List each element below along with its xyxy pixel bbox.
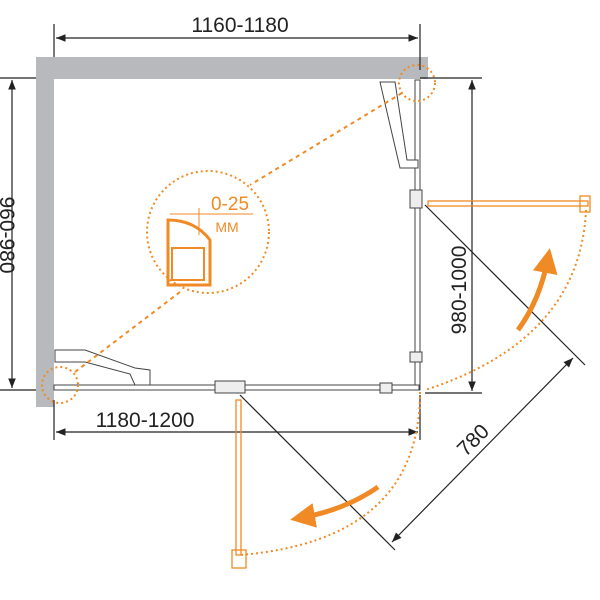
left-depth-label: 960-980 [0, 196, 18, 273]
right-depth-label: 980-1000 [448, 246, 471, 335]
door-diagonal-label: 780 [453, 420, 494, 461]
bottom-width-label: 1180-1200 [96, 409, 195, 432]
walls [36, 57, 428, 407]
adjustment-unit-label: MM [215, 219, 238, 235]
open-doors [231, 195, 591, 569]
profile-detail-callout [41, 64, 436, 404]
glass-panels [53, 79, 423, 394]
adjustment-range-label: 0-25 [211, 194, 249, 215]
dimension-lines [0, 24, 586, 551]
top-width-label: 1160-1180 [191, 14, 288, 37]
